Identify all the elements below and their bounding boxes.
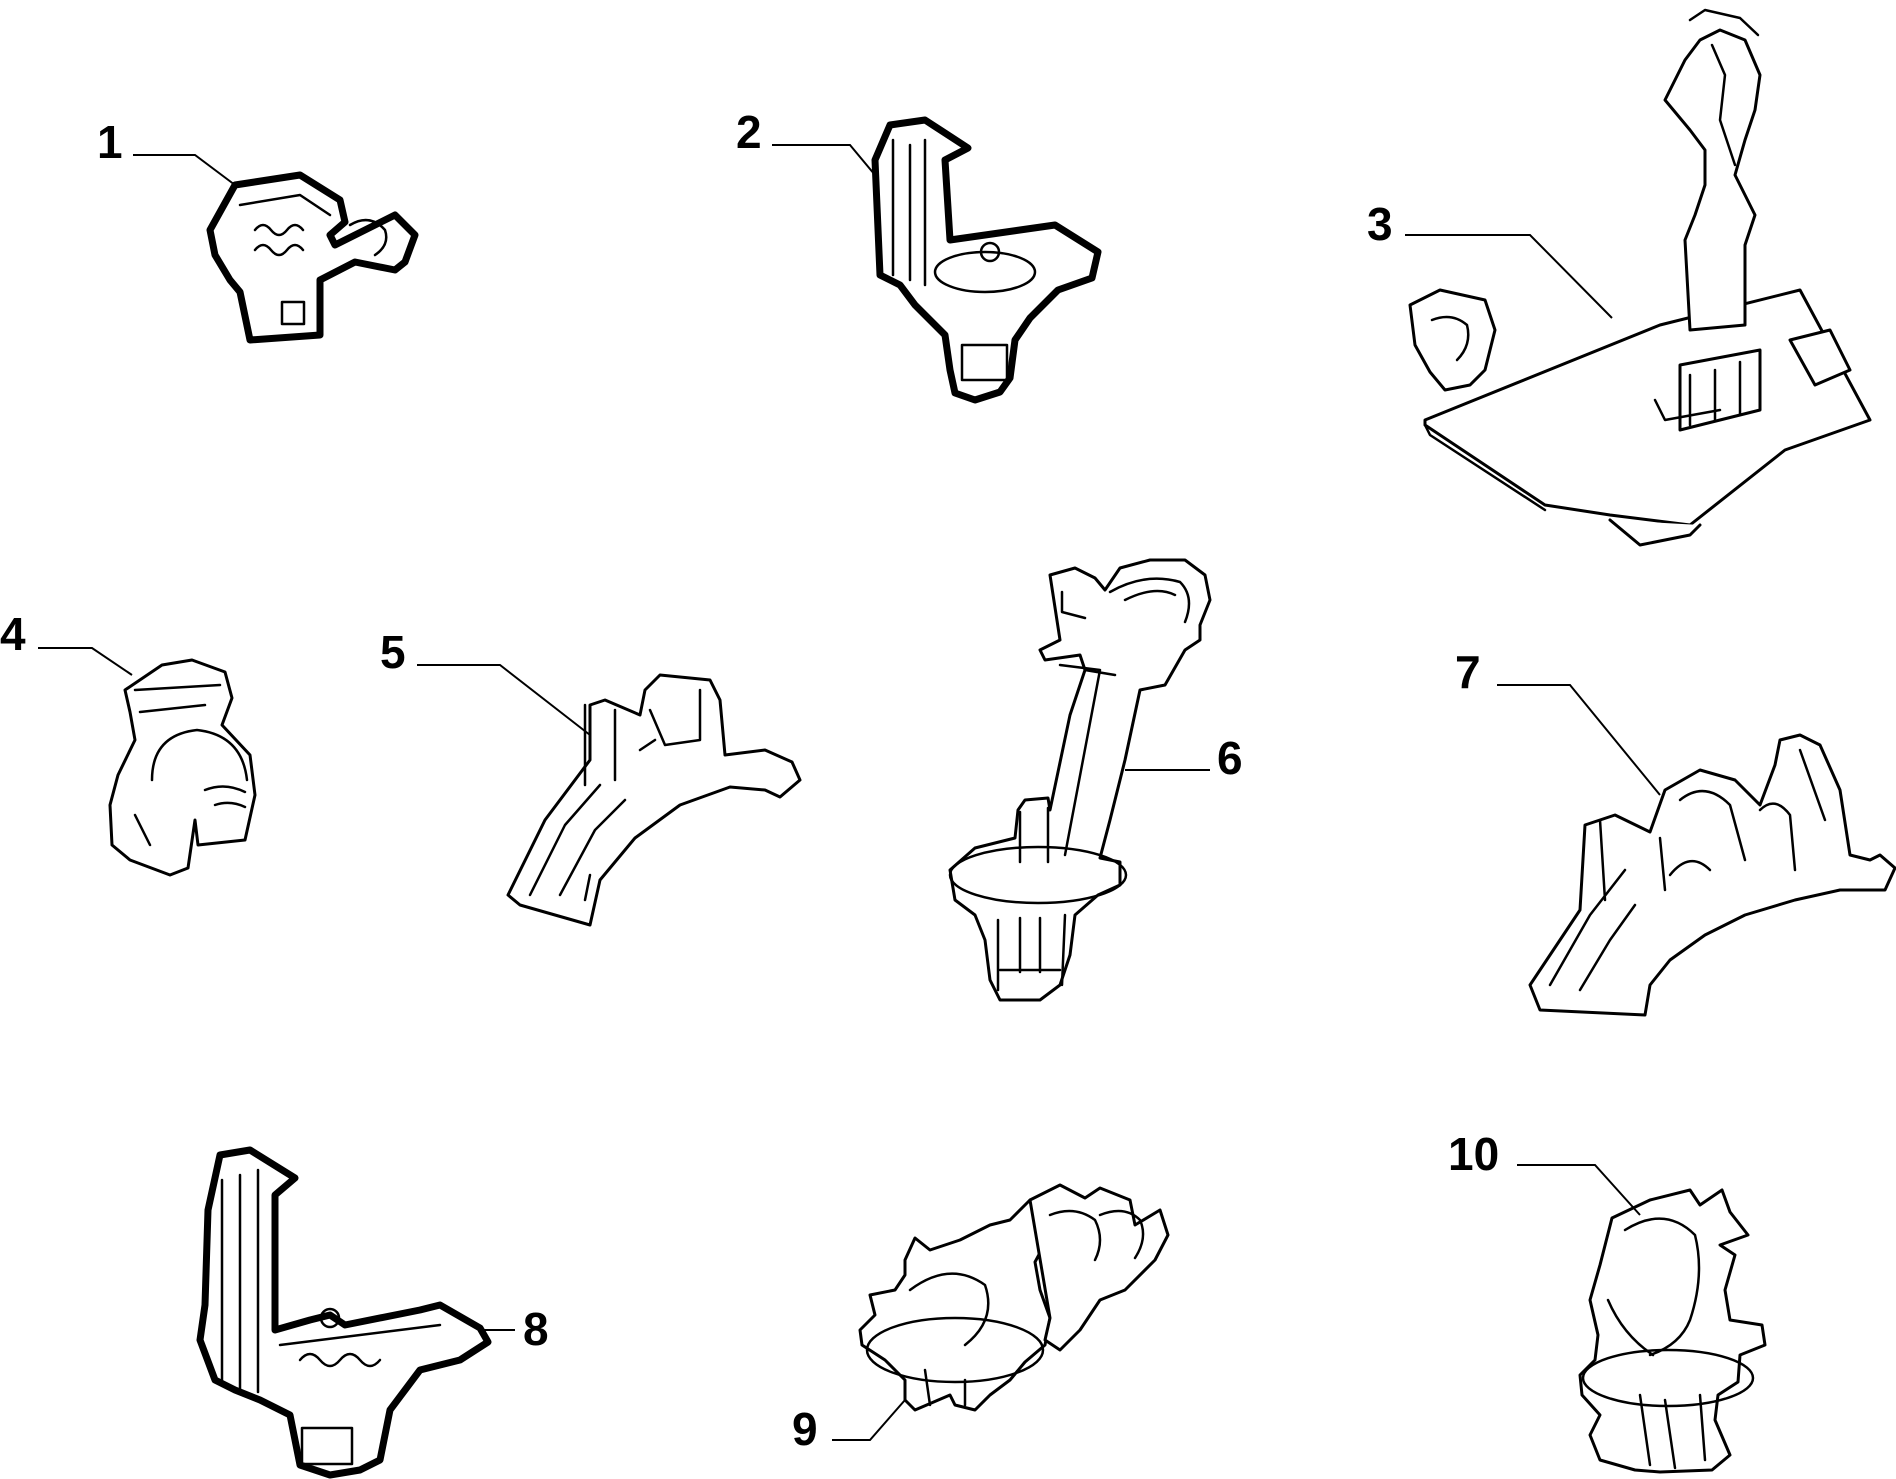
callout-8: 8 [523, 1303, 549, 1355]
callout-9: 9 [792, 1403, 818, 1455]
callout-10: 10 [1448, 1128, 1499, 1180]
part-2-clip-drawing [871, 116, 1102, 404]
callout-7: 7 [1455, 646, 1481, 698]
part-6-hook-clip-drawing [948, 558, 1212, 1002]
part-5-saddle-drawing [506, 673, 802, 927]
callout-4: 4 [0, 608, 26, 660]
callout-5: 5 [380, 626, 406, 678]
part-7-saddle-drawing [1528, 733, 1896, 1017]
part-1-clip-drawing [206, 171, 419, 344]
part-4-clip-drawing [108, 658, 257, 877]
part-10-ring-clip-drawing [1578, 1188, 1767, 1474]
callout-1: 1 [97, 116, 123, 168]
part-9-twin-clip-drawing [858, 1183, 1170, 1412]
part-8-clip-drawing [196, 1146, 492, 1479]
callout-2: 2 [736, 106, 762, 158]
callout-3: 3 [1367, 198, 1393, 250]
part-3-bracket-drawing [1408, 8, 1872, 547]
callout-6: 6 [1217, 732, 1243, 784]
